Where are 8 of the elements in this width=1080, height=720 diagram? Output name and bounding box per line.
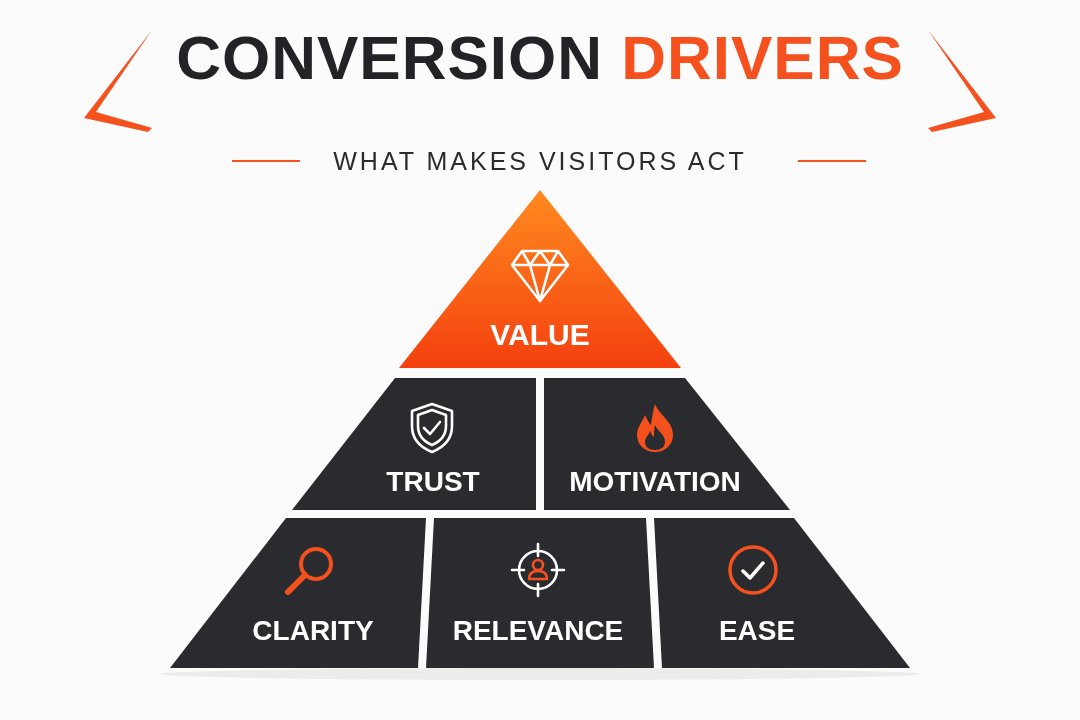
segment-label: TRUST xyxy=(386,466,480,498)
segment-label: EASE xyxy=(718,615,796,647)
subtitle: WHAT MAKES VISITORS ACT xyxy=(333,146,747,176)
segment-label: MOTIVATION xyxy=(569,466,741,498)
segment-label: RELEVANCE xyxy=(452,615,624,647)
segment-label: CLARITY xyxy=(252,615,374,647)
title: CONVERSION DRIVERS xyxy=(176,22,904,94)
segment-label: VALUE xyxy=(490,317,590,351)
